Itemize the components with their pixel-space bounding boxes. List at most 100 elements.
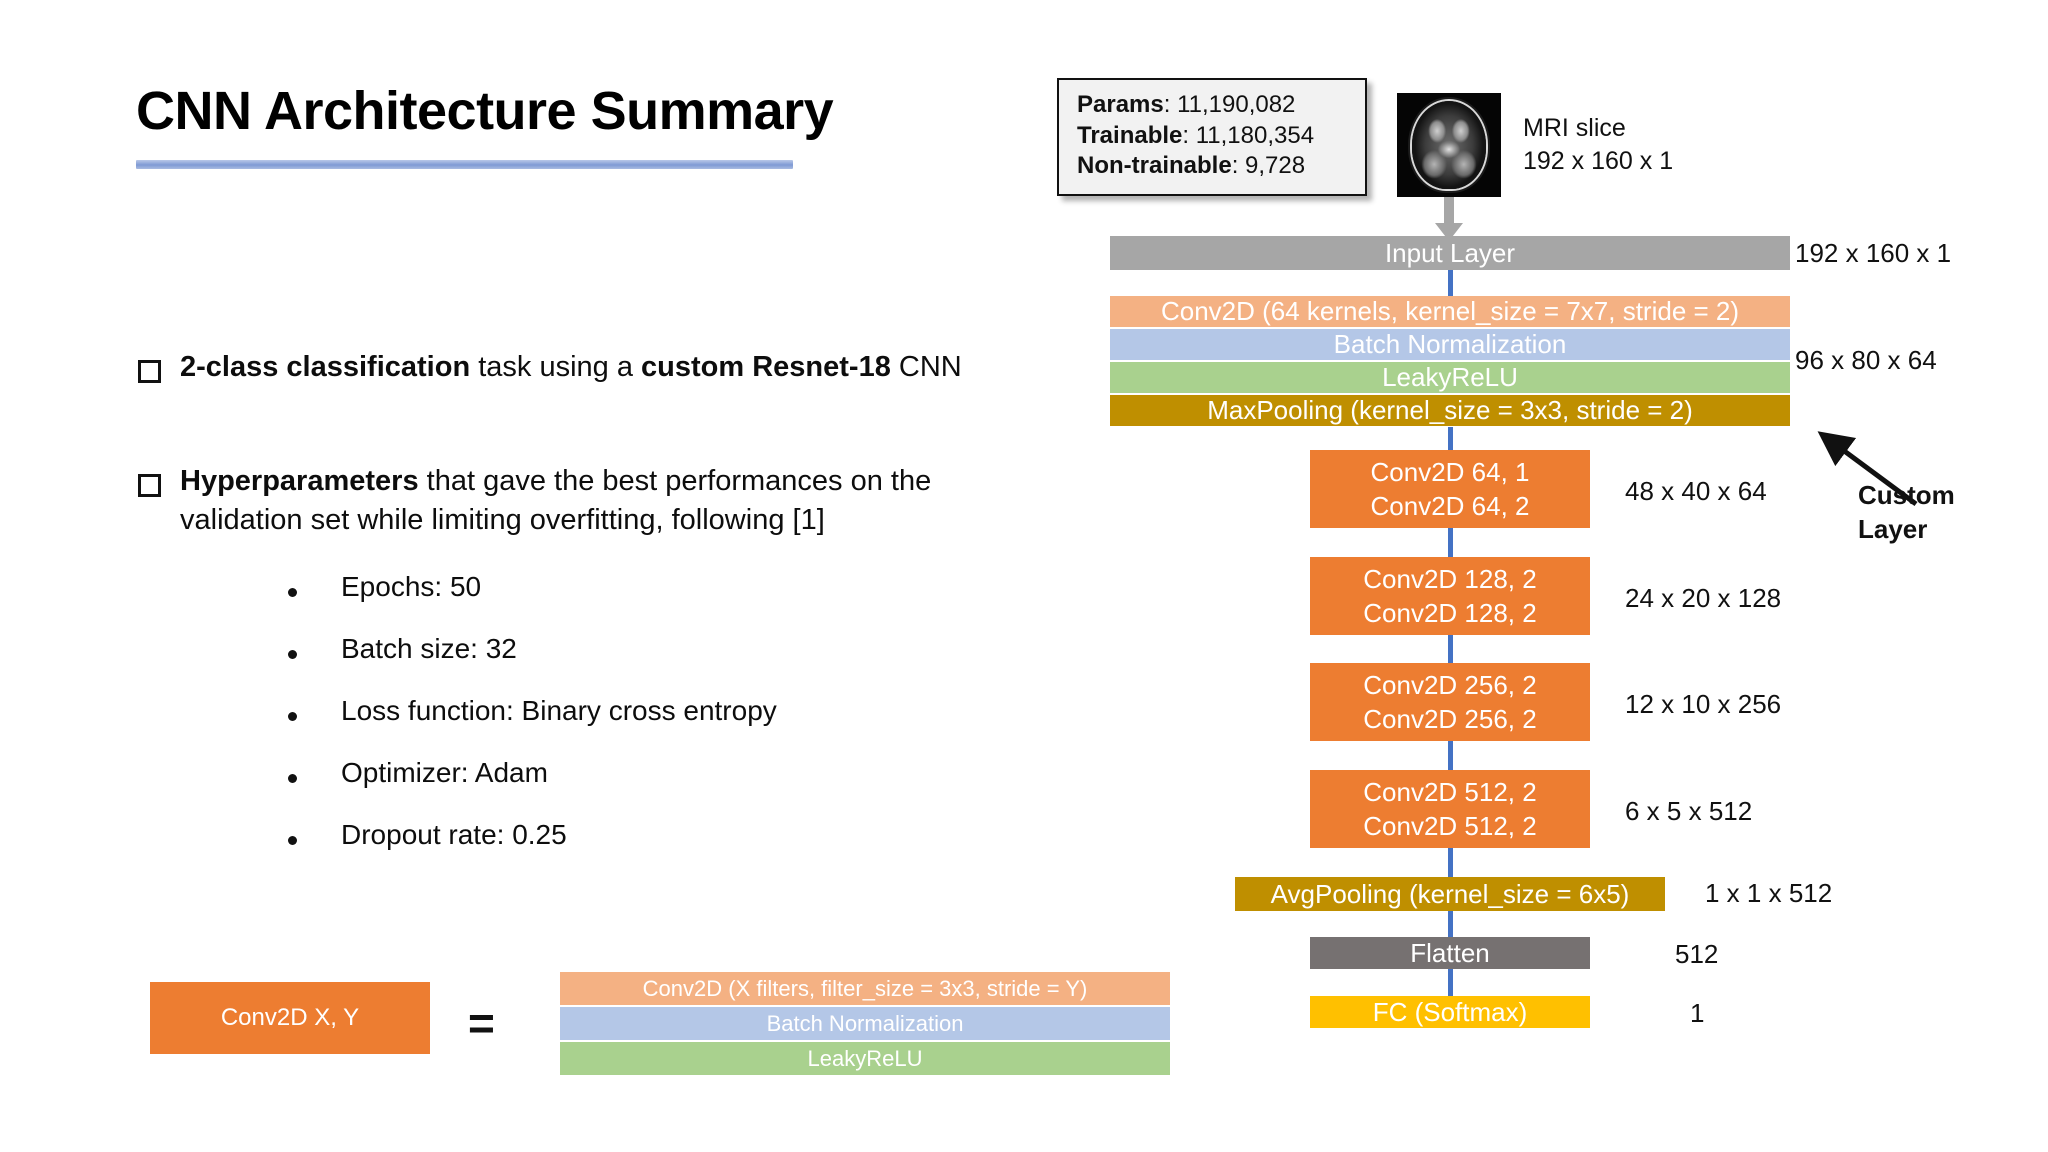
block-label: Batch Normalization xyxy=(1333,329,1567,359)
dot-bullet-icon xyxy=(288,774,297,783)
params-row-label: Trainable xyxy=(1077,121,1183,149)
block-label: MaxPooling (kernel_size = 3x3, stride = … xyxy=(1207,395,1693,425)
hyperparameter-label: Optimizer: Adam xyxy=(341,757,548,788)
params-row-value: : 9,728 xyxy=(1231,152,1306,180)
hyperparameter-label: Epochs: 50 xyxy=(341,571,482,602)
legend-expanded-stack: Conv2D (X filters, filter_size = 3x3, st… xyxy=(560,972,1170,1077)
hyperparameter-label: Dropout rate: 0.25 xyxy=(341,819,567,850)
params-row-label: Non-trainable xyxy=(1077,152,1232,180)
dim-stem: 96 x 80 x 64 xyxy=(1795,345,1937,375)
layer-conv-block-256: Conv2D 256, 2 Conv2D 256, 2 xyxy=(1310,663,1590,741)
bullet-item-classification: 2-class classification task using a cust… xyxy=(138,348,1018,387)
block-label-line2: Conv2D 256, 2 xyxy=(1363,704,1537,734)
connector-line xyxy=(1448,911,1453,937)
square-bullet-icon xyxy=(138,474,161,497)
params-row: Non-trainable: 9,728 xyxy=(1077,151,1349,182)
dim-flatten: 512 xyxy=(1675,939,1719,969)
custom-layer-callout-label: Custom Layer xyxy=(1858,478,1955,547)
layer-conv-stem: Conv2D (64 kernels, kernel_size = 7x7, s… xyxy=(1110,296,1790,327)
mri-caption-line2: 192 x 160 x 1 xyxy=(1523,147,1674,175)
brain-render xyxy=(1412,101,1486,189)
block-label: Flatten xyxy=(1410,937,1490,968)
dot-bullet-icon xyxy=(288,650,297,659)
bullet-run: task using a xyxy=(470,351,642,383)
connector-line xyxy=(1448,848,1453,877)
block-label-line1: Conv2D 256, 2 xyxy=(1363,669,1537,700)
layer-conv-block-128: Conv2D 128, 2 Conv2D 128, 2 xyxy=(1310,557,1590,635)
block-label: Conv2D (64 kernels, kernel_size = 7x7, s… xyxy=(1160,296,1740,326)
callout-line1: Custom xyxy=(1858,480,1955,510)
list-item: Optimizer: Adam xyxy=(288,756,548,790)
dim-layer-conv-block-128: 24 x 20 x 128 xyxy=(1625,583,1782,613)
dot-bullet-icon xyxy=(288,588,297,597)
dim-avgpooling: 1 x 1 x 512 xyxy=(1705,878,1833,908)
params-row-value: : 11,180,354 xyxy=(1182,121,1315,149)
list-item: Epochs: 50 xyxy=(288,570,481,604)
list-item: Loss function: Binary cross entropy xyxy=(288,694,777,728)
dot-bullet-icon xyxy=(288,836,297,845)
layer-flatten: Flatten xyxy=(1310,937,1590,969)
list-item: Dropout rate: 0.25 xyxy=(288,818,567,852)
layer-maxpool-stem: MaxPooling (kernel_size = 3x3, stride = … xyxy=(1110,395,1790,426)
legend-stack-row: Batch Normalization xyxy=(560,1007,1170,1040)
bullet-text: 2-class classification task using a cust… xyxy=(180,348,962,387)
connector-line xyxy=(1448,427,1453,457)
dim-fc: 1 xyxy=(1690,998,1705,1028)
bullet-emphasis: Hyperparameters xyxy=(180,465,419,497)
connector-line xyxy=(1448,528,1453,557)
dot-bullet-icon xyxy=(288,712,297,721)
params-row-label: Params xyxy=(1077,91,1164,118)
connector-line xyxy=(1448,270,1453,300)
mri-slice-image xyxy=(1397,93,1501,197)
layer-conv-block-64: Conv2D 64, 1 Conv2D 64, 2 xyxy=(1310,450,1590,528)
legend-stack-row: Conv2D (X filters, filter_size = 3x3, st… xyxy=(560,972,1170,1005)
bullet-run: CNN xyxy=(890,351,962,383)
block-label-line2: Conv2D 128, 2 xyxy=(1363,598,1537,628)
connector-line xyxy=(1448,635,1453,663)
block-label-line1: Conv2D 512, 2 xyxy=(1363,776,1537,807)
connector-line xyxy=(1448,969,1453,996)
bullet-item-hyperparameters: Hyperparameters that gave the best perfo… xyxy=(138,462,1018,539)
block-label: AvgPooling (kernel_size = 6x5) xyxy=(1270,878,1630,909)
mri-caption: MRI slice 192 x 160 x 1 xyxy=(1523,112,1673,178)
mri-to-input-arrow-icon xyxy=(1435,197,1463,241)
block-label-line1: Conv2D 64, 1 xyxy=(1370,456,1530,487)
mri-caption-line1: MRI slice xyxy=(1523,114,1626,142)
layer-batchnorm-stem: Batch Normalization xyxy=(1110,329,1790,360)
custom-layer-arrow-icon xyxy=(1817,431,1918,507)
legend-stack-row: LeakyReLU xyxy=(560,1042,1170,1075)
dim-input: 192 x 160 x 1 xyxy=(1795,238,1952,268)
block-label-line2: Conv2D 64, 2 xyxy=(1370,491,1530,521)
block-label: LeakyReLU xyxy=(1382,362,1518,392)
params-row: Params: 11,190,082 xyxy=(1077,90,1349,121)
block-label: Conv2D 128, 2 Conv2D 128, 2 xyxy=(1363,562,1536,631)
dim-layer-conv-block-64: 48 x 40 x 64 xyxy=(1625,476,1767,506)
legend-conv-block: Conv2D X, Y xyxy=(150,982,430,1054)
block-label: FC (Softmax) xyxy=(1372,996,1528,1027)
bullet-emphasis: custom Resnet-18 xyxy=(641,351,891,383)
bullet-run: that gave the best performances on the v… xyxy=(180,465,932,536)
connector-line xyxy=(1448,741,1453,770)
layer-input: Input Layer xyxy=(1110,236,1790,270)
hyperparameter-label: Loss function: Binary cross entropy xyxy=(341,695,777,726)
bullet-emphasis: 2-class classification xyxy=(180,351,471,383)
dim-layer-conv-block-512: 6 x 5 x 512 xyxy=(1625,796,1753,826)
list-item: Batch size: 32 xyxy=(288,632,517,666)
block-label: Conv2D 256, 2 Conv2D 256, 2 xyxy=(1363,668,1536,737)
params-row-value: : 11,190,082 xyxy=(1163,91,1296,118)
params-row: Trainable: 11,180,354 xyxy=(1077,121,1349,152)
title-underline-rule xyxy=(136,160,793,169)
square-bullet-icon xyxy=(138,360,161,383)
equals-sign: = xyxy=(468,997,495,1049)
hyperparameter-label: Batch size: 32 xyxy=(341,633,517,664)
block-label-line1: Conv2D 128, 2 xyxy=(1363,563,1537,594)
layer-leakyrelu-stem: LeakyReLU xyxy=(1110,362,1790,393)
block-label: Conv2D 64, 1 Conv2D 64, 2 xyxy=(1371,455,1530,524)
dim-layer-conv-block-256: 12 x 10 x 256 xyxy=(1625,689,1782,719)
callout-line2: Layer xyxy=(1858,514,1928,545)
page-title: CNN Architecture Summary xyxy=(136,81,834,141)
